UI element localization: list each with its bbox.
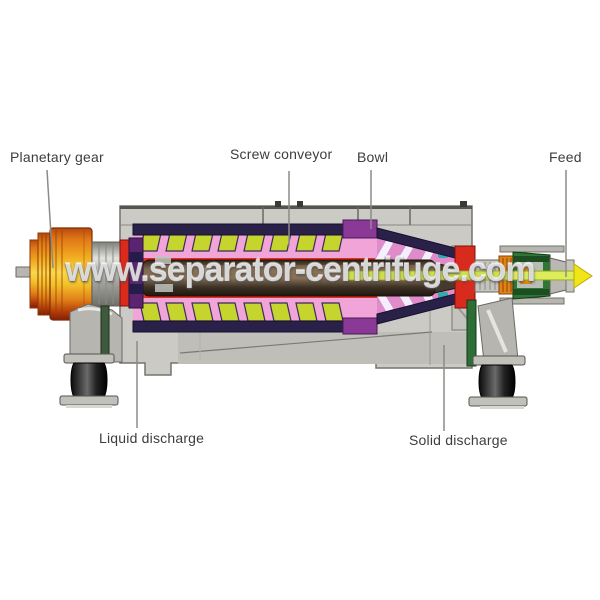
label-liquid-discharge: Liquid discharge [99, 430, 205, 446]
right-vibration-mount [466, 297, 528, 409]
feed-tube [344, 263, 593, 289]
bowl-left-head [119, 237, 144, 309]
bowl-walls [132, 219, 456, 335]
planetary-gear-drawing [15, 227, 121, 321]
label-solid-discharge: Solid discharge [409, 432, 508, 448]
feed-arrow-icon [573, 263, 593, 289]
label-planetary-gear: Planetary gear [10, 149, 104, 165]
leader-lines [46, 169, 567, 431]
left-vibration-mount [59, 303, 123, 408]
leader-planetary-gear [46, 169, 54, 269]
label-feed: Feed [549, 149, 582, 165]
label-screw-conveyor: Screw conveyor [230, 146, 333, 162]
screw-conveyor-flights [139, 232, 344, 322]
label-bowl: Bowl [357, 149, 389, 165]
